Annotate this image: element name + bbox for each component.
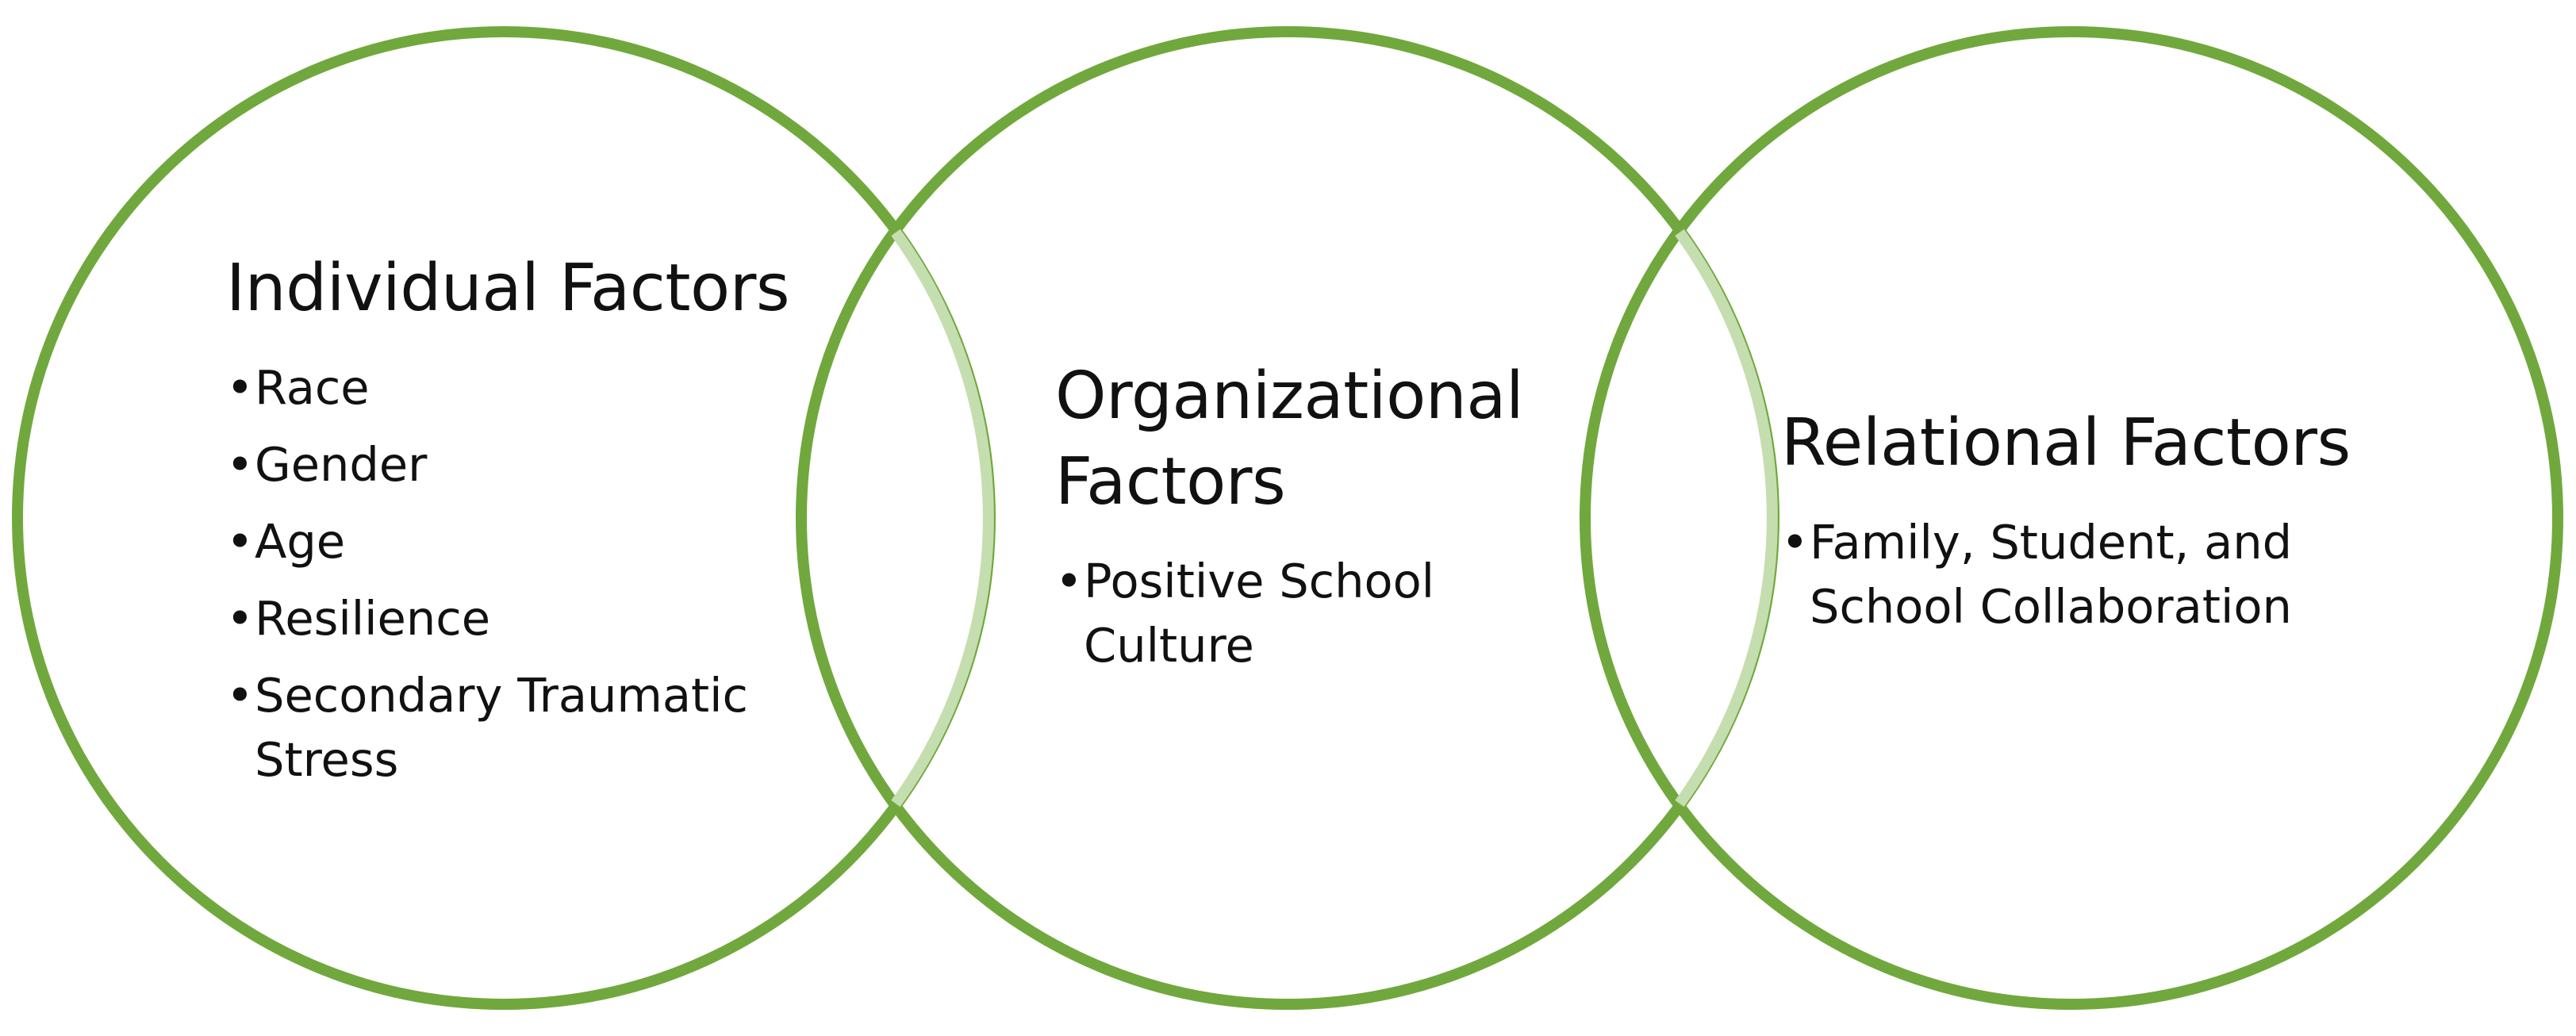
individual-factors-block: Individual Factors •Race •Gender •Age •R… (226, 246, 829, 804)
organizational-factors-block: Organizational Factors •Positive School … (1055, 354, 1610, 677)
individual-factors-list: •Race •Gender •Age •Resilience •Secondar… (226, 355, 829, 792)
bullet-icon: • (226, 437, 254, 492)
item-label: Age (255, 514, 346, 569)
organizational-factors-heading: Organizational Factors (1055, 359, 1524, 520)
item-label: Race (255, 360, 370, 415)
list-item: •Family, Student, and School Collaborati… (1781, 510, 2432, 639)
bullet-icon: • (226, 668, 254, 723)
item-label: Positive School Culture (1084, 554, 1435, 673)
list-item: •Secondary Traumatic Stress (226, 663, 829, 792)
item-label: Secondary Traumatic Stress (255, 668, 748, 787)
bullet-icon: • (226, 360, 254, 415)
list-item: •Age (226, 509, 829, 574)
organizational-factors-list: •Positive School Culture (1055, 549, 1610, 677)
item-label: Gender (255, 437, 428, 492)
overlap-arc-left (891, 228, 994, 808)
item-label: Family, Student, and School Collaboratio… (1810, 515, 2293, 634)
individual-factors-heading: Individual Factors (226, 251, 790, 326)
list-item: •Race (226, 355, 829, 420)
relational-factors-heading: Relational Factors (1781, 405, 2351, 481)
overlap-arc-right (1675, 228, 1778, 808)
list-item: •Gender (226, 432, 829, 497)
bullet-icon: • (1055, 554, 1083, 608)
relational-factors-list: •Family, Student, and School Collaborati… (1781, 510, 2432, 639)
bullet-icon: • (226, 514, 254, 569)
list-item: •Resilience (226, 586, 829, 650)
circle-relational (1580, 26, 2563, 1010)
bullet-icon: • (226, 591, 254, 646)
list-item: •Positive School Culture (1055, 549, 1610, 677)
item-label: Resilience (255, 591, 490, 646)
relational-factors-block: Relational Factors •Family, Student, and… (1781, 401, 2432, 639)
bullet-icon: • (1781, 515, 1809, 570)
